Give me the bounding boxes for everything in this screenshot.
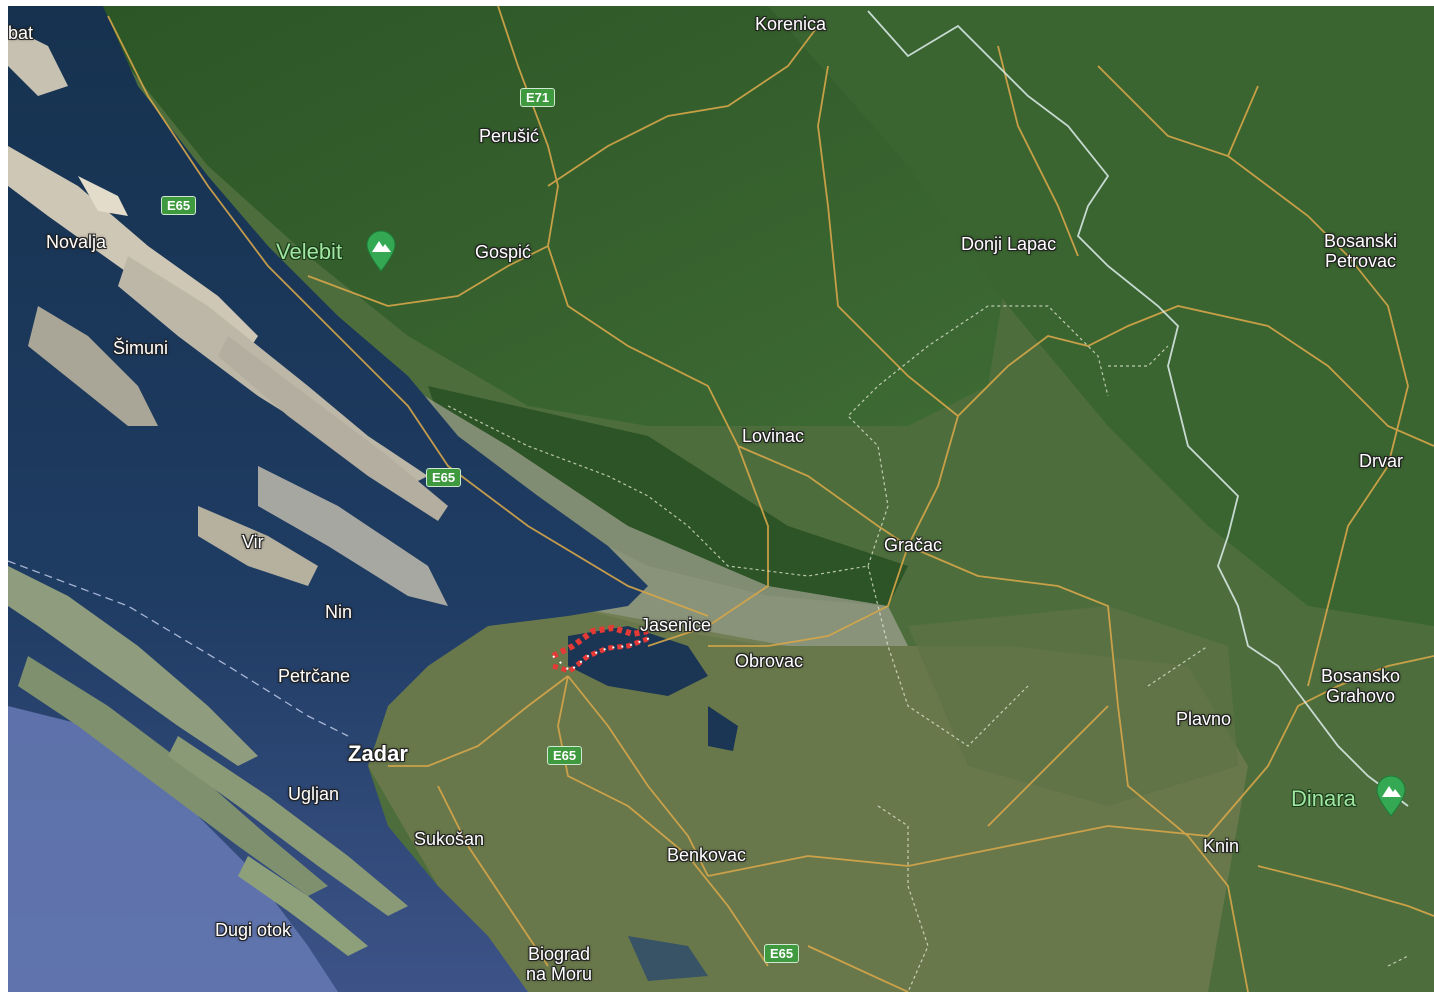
place-label-line: Bosansko [1321, 666, 1401, 686]
highlighted-route[interactable] [551, 624, 649, 659]
mountain-pin-icon[interactable] [365, 230, 397, 272]
satellite-map[interactable]: E71 E65 E65 E65 E65 bat Korenica Perušić… [8, 6, 1434, 992]
place-label-korenica[interactable]: Korenica [755, 14, 827, 34]
road-shield-e65: E65 [764, 944, 800, 963]
place-label-plavno[interactable]: Plavno [1176, 709, 1232, 729]
place-label-line: Bosanski [1324, 231, 1398, 251]
place-label-benkovac[interactable]: Benkovac [667, 845, 747, 865]
place-label-drvar[interactable]: Drvar [1359, 451, 1403, 471]
place-label-obrovac[interactable]: Obrovac [735, 651, 804, 671]
place-label-vir[interactable]: Vir [242, 532, 264, 552]
place-label-perusic[interactable]: Perušić [479, 126, 540, 146]
place-label-jasenice[interactable]: Jasenice [640, 615, 712, 635]
place-label-knin[interactable]: Knin [1203, 836, 1240, 856]
road-shield-e65: E65 [547, 746, 583, 765]
road-shield-e65: E65 [161, 196, 197, 215]
place-label-gospic[interactable]: Gospić [475, 242, 532, 262]
poi-label-velebit[interactable]: Velebit [276, 239, 343, 264]
place-label-novalja[interactable]: Novalja [46, 232, 107, 252]
place-label-biograd[interactable]: Biograd na Moru [526, 944, 592, 984]
place-label-zadar[interactable]: Zadar [348, 741, 408, 766]
place-label-bat[interactable]: bat [8, 23, 34, 43]
place-label-petrcane[interactable]: Petrčane [278, 666, 351, 686]
road-shield-e71: E71 [520, 88, 556, 107]
mountain-pin-icon[interactable] [1375, 775, 1407, 817]
place-label-simuni[interactable]: Šimuni [113, 338, 169, 358]
place-label-gracac[interactable]: Gračac [884, 535, 943, 555]
place-label-dugi-otok[interactable]: Dugi otok [215, 920, 292, 940]
place-label-line: na Moru [526, 964, 593, 984]
place-label-bosanski-petrovac[interactable]: Bosanski Petrovac [1324, 231, 1397, 271]
poi-label-dinara[interactable]: Dinara [1291, 786, 1356, 811]
place-label-line: Biograd [528, 944, 591, 964]
place-label-ugljan[interactable]: Ugljan [288, 784, 340, 804]
place-label-lovinac[interactable]: Lovinac [742, 426, 805, 446]
place-label-line: Grahovo [1326, 686, 1396, 706]
map-terrain [8, 6, 1434, 992]
place-label-donji-lapac[interactable]: Donji Lapac [961, 234, 1057, 254]
place-label-line: Petrovac [1325, 251, 1397, 271]
road-shield-e65: E65 [426, 468, 462, 487]
place-label-bosansko-grahovo[interactable]: Bosansko Grahovo [1321, 666, 1400, 706]
place-label-nin[interactable]: Nin [325, 602, 353, 622]
place-label-sukosan[interactable]: Sukošan [414, 829, 485, 849]
